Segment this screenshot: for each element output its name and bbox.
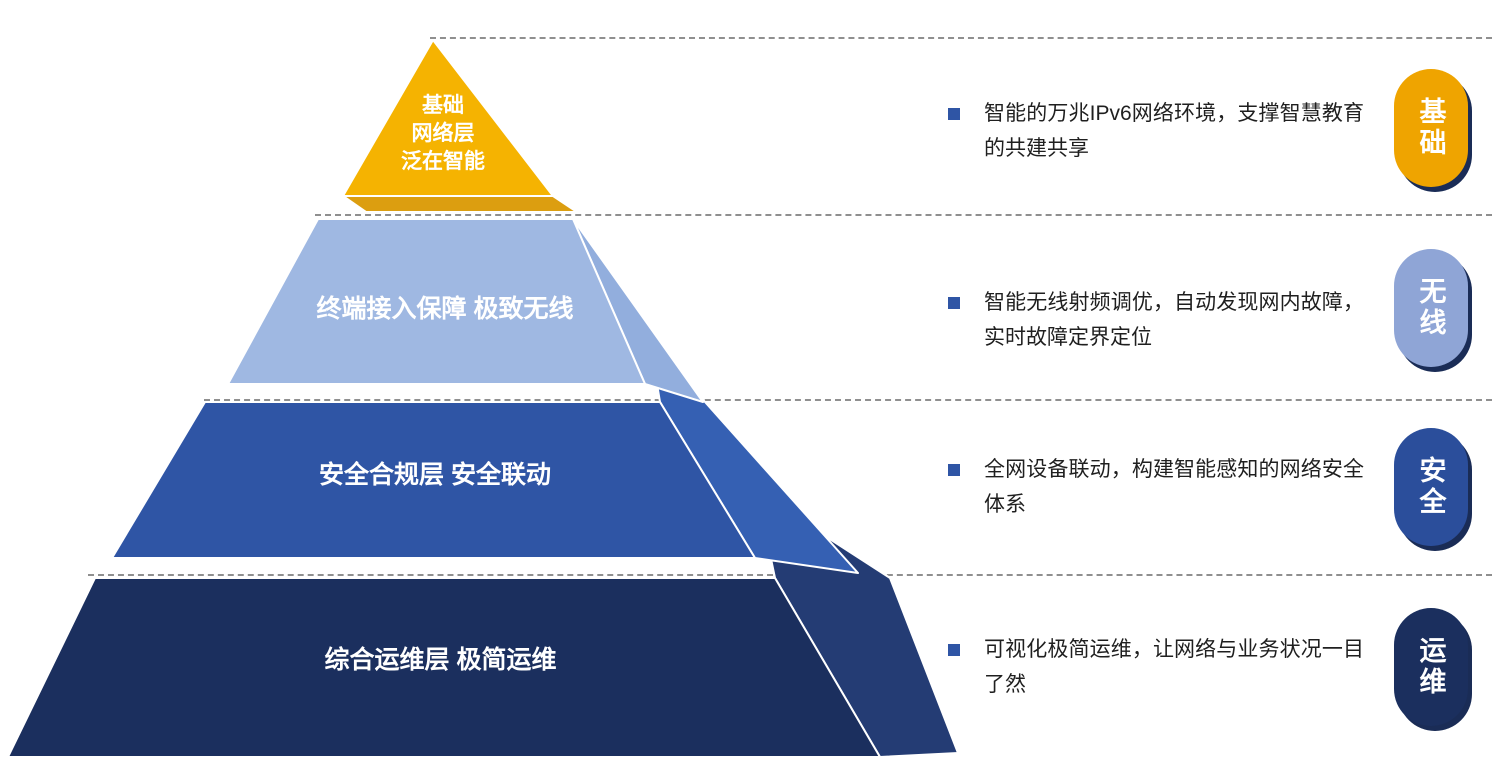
- bullet-square-icon: [948, 108, 960, 120]
- badge-wireless: 无线: [1394, 249, 1468, 367]
- badge-security: 安全: [1394, 428, 1468, 546]
- annotation-text-wireless: 智能无线射频调优，自动发现网内故障，实时故障定界定位: [984, 291, 1364, 349]
- badge-wireless-label: 无线: [1415, 277, 1446, 339]
- badge-foundation-label: 基础: [1415, 97, 1446, 159]
- badge-operations: 运维: [1394, 608, 1468, 726]
- annotation-text-security: 全网设备联动，构建智能感知的网络安全体系: [984, 458, 1364, 516]
- pyramid-layer-security-front: [111, 401, 756, 559]
- badge-operations-label: 运维: [1415, 636, 1446, 698]
- divider-line-security: [204, 399, 1492, 401]
- annotation-text-foundation: 智能的万兆IPv6网络环境，支撑智慧教育的共建共享: [984, 102, 1364, 160]
- pyramid-layer-wireless-front: [227, 218, 646, 385]
- pyramid-layer-operations-front: [7, 577, 881, 758]
- divider-line-wireless: [315, 214, 1492, 216]
- annotation-text-operations: 可视化极简运维，让网络与业务状况一目了然: [984, 638, 1364, 696]
- divider-line-foundation: [430, 37, 1492, 39]
- badge-security-label: 安全: [1415, 456, 1446, 518]
- pyramid-layer-foundation-front: [342, 39, 554, 197]
- bullet-square-icon: [948, 464, 960, 476]
- badge-foundation: 基础: [1394, 69, 1468, 187]
- bullet-square-icon: [948, 644, 960, 656]
- pyramid-layer-foundation-side: [342, 195, 578, 213]
- bullet-square-icon: [948, 297, 960, 309]
